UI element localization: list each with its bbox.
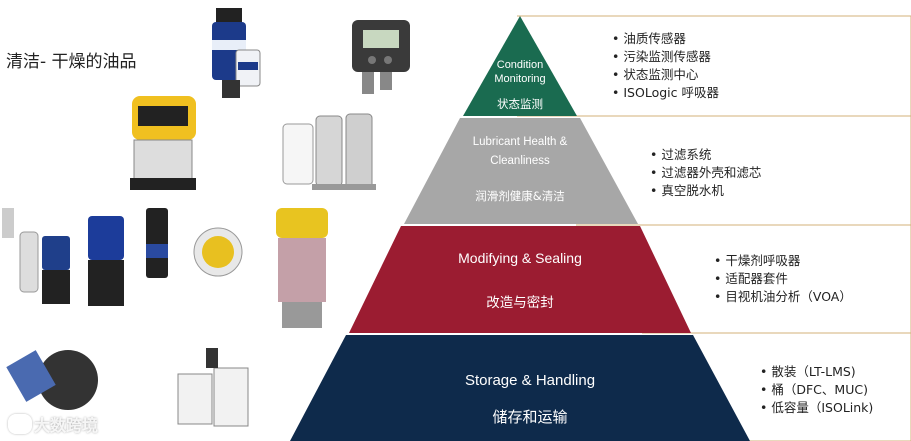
list-item: 过滤器外壳和滤芯 <box>650 164 761 182</box>
tier-1-items: 油质传感器 污染监测传感器 状态监测中心 ISOLogic 呼吸器 <box>612 30 719 102</box>
page-heading: 清洁- 干燥的油品 <box>6 52 137 72</box>
breather-pack-image <box>130 96 196 190</box>
tier-4-items: 散装（LT-LMS) 桶（DFC、MUC) 低容量（ISOLink) <box>760 363 873 417</box>
desiccant-breather-image <box>276 208 328 328</box>
tier-condition-monitoring <box>463 16 577 116</box>
list-item: ISOLogic 呼吸器 <box>612 84 719 102</box>
callout-box-4 <box>710 332 911 441</box>
list-item: 过滤系统 <box>650 146 761 164</box>
tier-2-items: 过滤系统 过滤器外壳和滤芯 真空脱水机 <box>650 146 761 200</box>
tier-2-chinese-label: 润滑剂健康&清洁 <box>475 189 565 203</box>
list-item: 桶（DFC、MUC) <box>760 381 873 399</box>
tier-2-english-label: Lubricant Health & Cleanliness <box>472 136 568 167</box>
list-item: 目视机油分析（VOA） <box>714 288 852 306</box>
tier-1-chinese-label: 状态监测 <box>497 97 543 111</box>
transfer-equipment-image <box>6 348 249 427</box>
list-item: 污染监测传感器 <box>612 48 719 66</box>
list-item: 真空脱水机 <box>650 182 761 200</box>
tier-3-chinese-label: 改造与密封 <box>486 295 554 311</box>
watermark-text: 大数跨境 <box>34 416 99 435</box>
tier-modifying-sealing <box>349 226 691 333</box>
tier-4-chinese-label: 储存和运输 <box>492 408 568 426</box>
tier-3-english-label: Modifying & Sealing <box>458 250 582 266</box>
tier-4-english-label: Storage & Handling <box>464 372 596 389</box>
filter-housing-image <box>282 113 376 190</box>
tier-storage-handling <box>290 335 750 441</box>
lubricator-image <box>212 8 261 98</box>
list-item: 干燥剂呼吸器 <box>714 252 852 270</box>
watermark-logo-icon <box>8 414 32 434</box>
monitor-device-image <box>352 20 410 94</box>
tier-lubricant-health <box>404 118 638 224</box>
list-item: 低容量（ISOLink) <box>760 399 873 417</box>
tier-3-items: 干燥剂呼吸器 适配器套件 目视机油分析（VOA） <box>714 252 852 306</box>
tier-1-english-label: Condition Monitoring <box>494 59 546 85</box>
list-item: 油质传感器 <box>612 30 719 48</box>
breather-row-image <box>2 208 243 306</box>
list-item: 散装（LT-LMS) <box>760 363 873 381</box>
list-item: 状态监测中心 <box>612 66 719 84</box>
list-item: 适配器套件 <box>714 270 852 288</box>
